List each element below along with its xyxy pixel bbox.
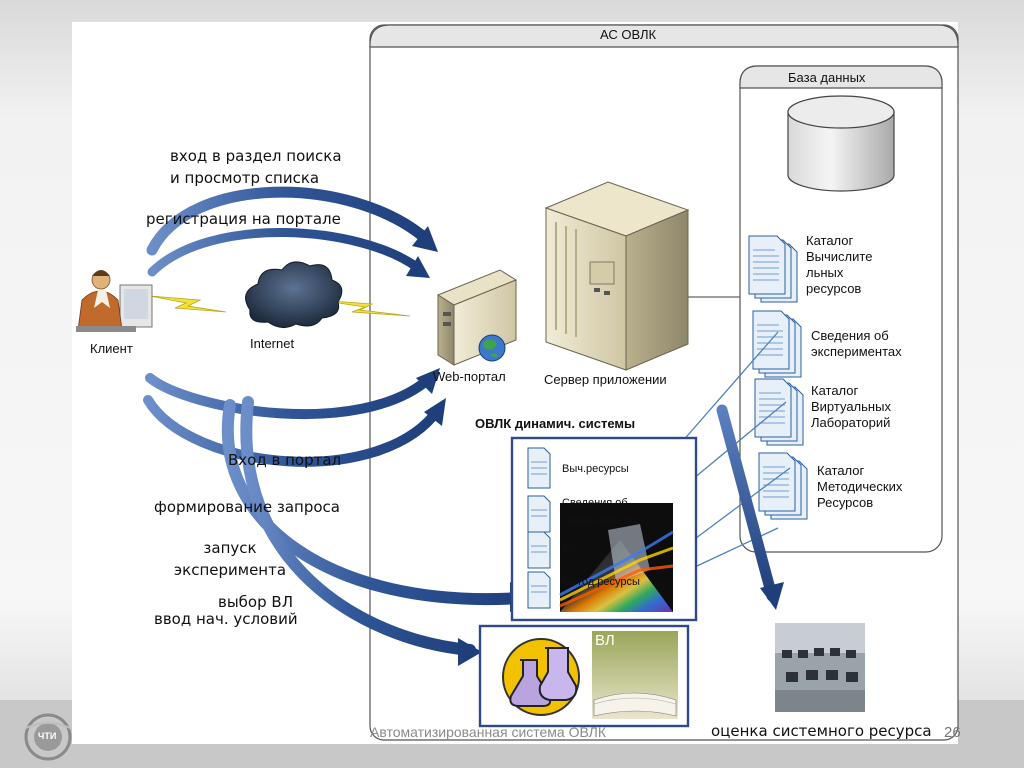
ovlk-item-vl: ВЛ [562, 543, 577, 555]
ovlk-item-methodical: Метод.ресурсы [562, 576, 640, 588]
flow-arrows [143, 186, 784, 666]
db-item-experiments: Сведения об экспериментах [811, 328, 902, 359]
db-item-virtual-labs: Каталог Виртуальных Лабораторий [811, 383, 891, 430]
ovlk-item-computing: Выч.ресурсы [562, 463, 629, 475]
client-person-icon [76, 270, 153, 332]
lightning-bolt-icon [149, 295, 411, 317]
annotation-launch: запуск эксперимента [173, 539, 287, 579]
ovlk-item-experiments: Сведения об экспериментах [562, 497, 639, 527]
annotation-initial-conditions: ввод нач. условий [154, 610, 298, 628]
db-item-computing-catalog: Каталог Вычислите льных ресурсов [806, 233, 873, 296]
app-server-icon [544, 181, 690, 371]
annotation-registration: регистрация на портале [146, 210, 341, 228]
footer-title: Автоматизированная система ОВЛК [370, 724, 607, 740]
web-portal-label: Web-портал [433, 369, 506, 384]
annotation-choose-vl: выбор ВЛ [218, 593, 293, 611]
web-portal-server-icon [436, 269, 518, 366]
prism-photo [559, 503, 674, 612]
db-item-methodical: Каталог Методических Ресурсов [817, 463, 903, 510]
database-title: База данных [788, 70, 866, 85]
vl-box [478, 624, 690, 728]
cti-logo [24, 713, 72, 761]
annotation-evaluation: оценка системного ресурса [711, 722, 932, 740]
internet-cloud-icon [245, 261, 343, 328]
app-server-label: Сервер приложении [544, 372, 667, 387]
annotation-search: вход в раздел поиска и просмотр списка [170, 147, 342, 187]
database-cylinder-icon [787, 95, 895, 192]
internet-label: Internet [250, 336, 295, 351]
cti-logo-text: ЧТИ [38, 731, 57, 741]
ovlk-title: ОВЛК динамич. системы [475, 416, 636, 431]
annotation-portal-entry: Вход в портал [228, 451, 342, 469]
db-document-stack-icon [748, 235, 808, 520]
vl-box-label: ВЛ [595, 632, 615, 649]
client-label: Клиент [90, 341, 133, 356]
annotation-query: формирование запроса [154, 498, 340, 516]
page-number: 26 [944, 724, 961, 741]
lab-photo [775, 623, 865, 712]
system-box-title: АС ОВЛК [600, 27, 657, 42]
